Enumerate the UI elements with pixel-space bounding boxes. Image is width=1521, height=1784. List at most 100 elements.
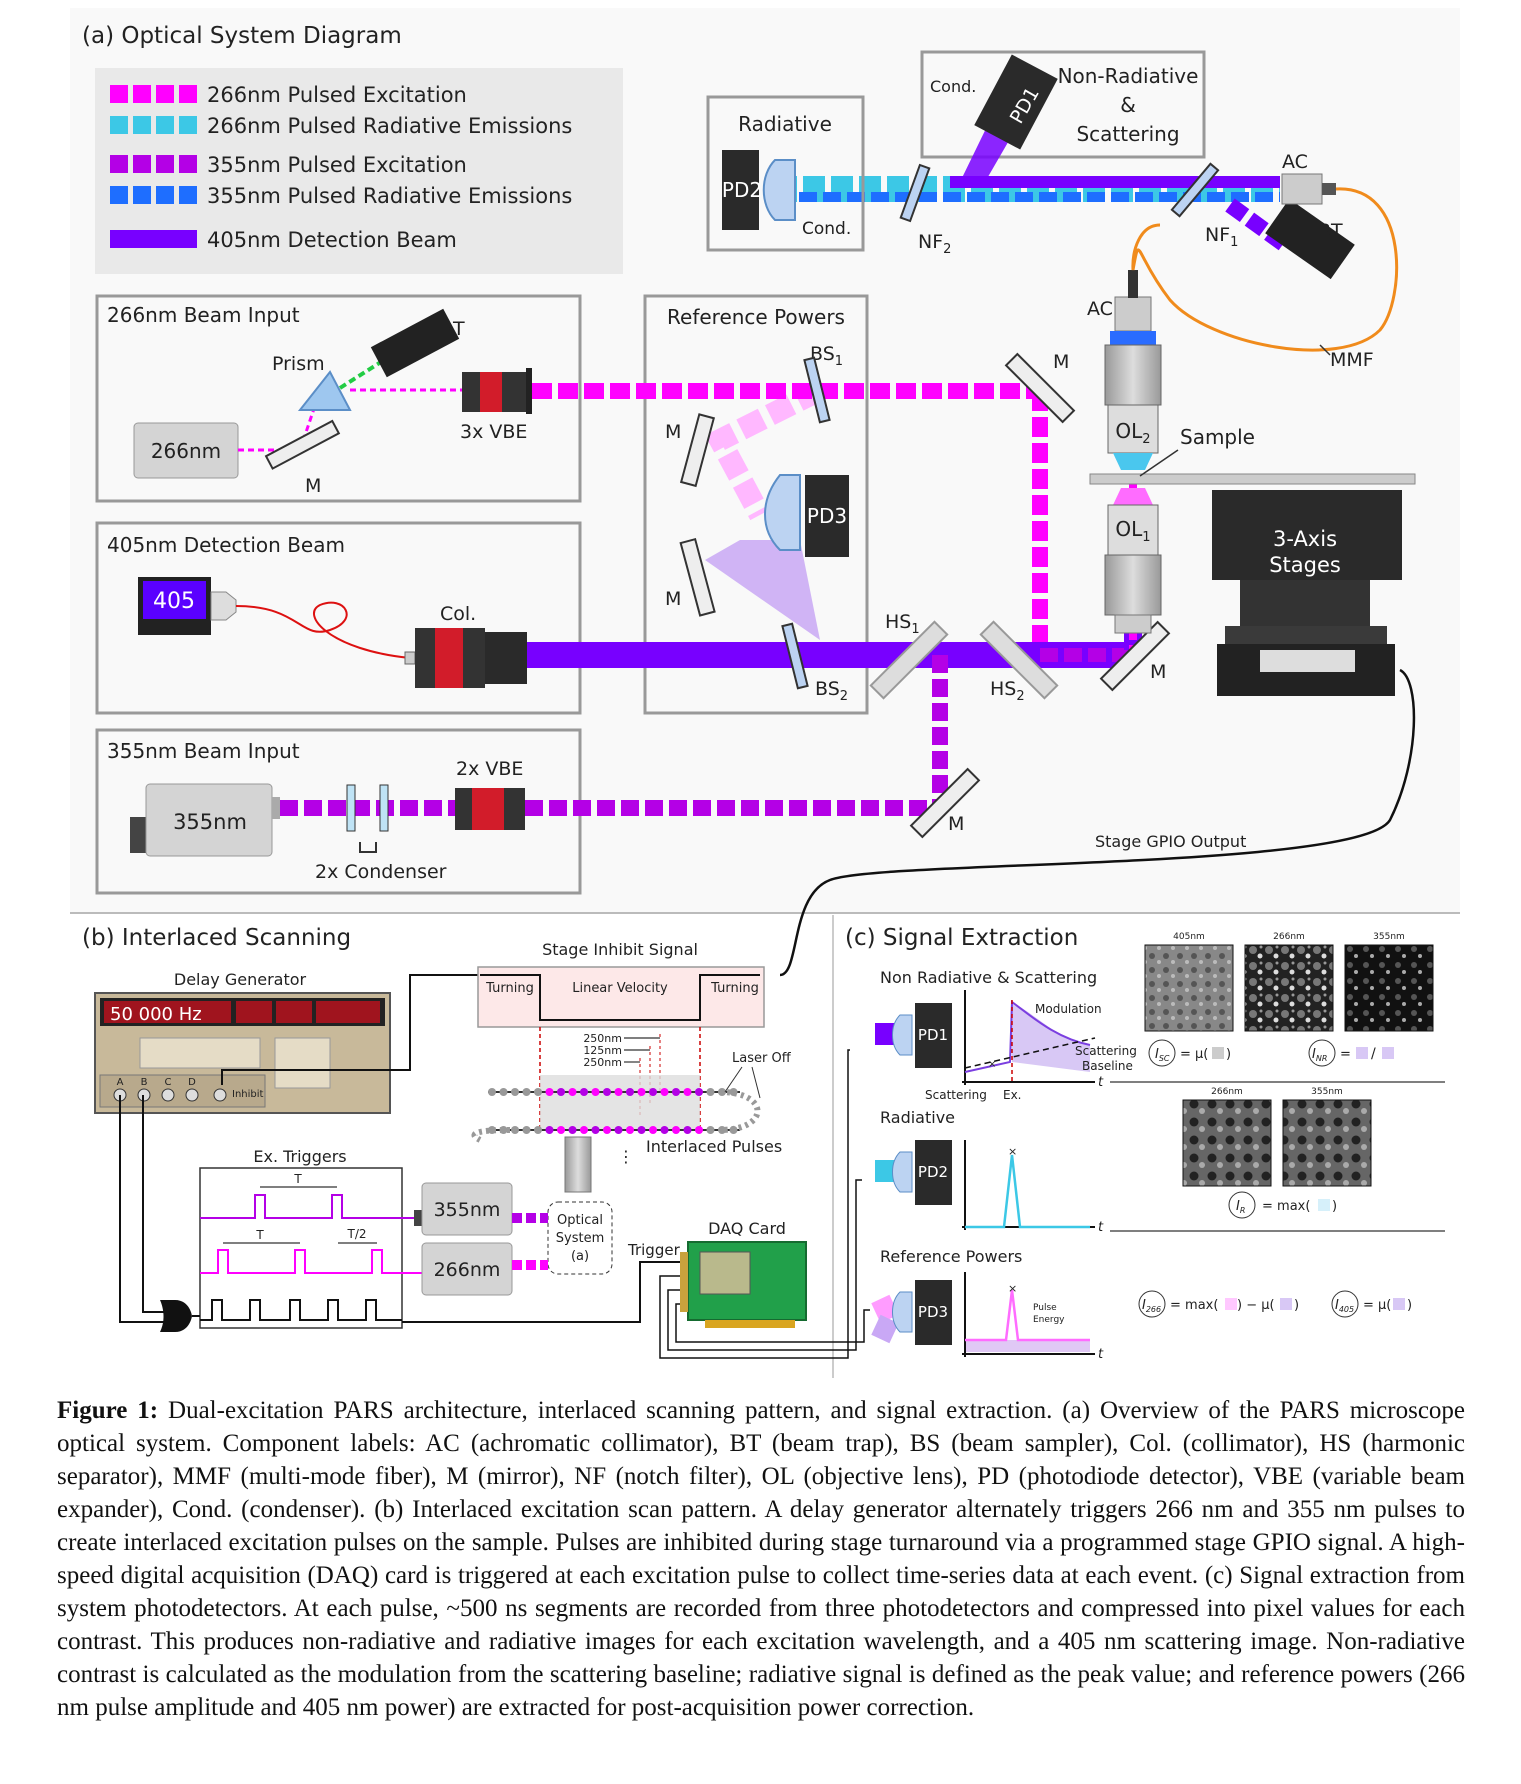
half-period-label: T/2 [346,1227,366,1241]
nonrad-title-2: & [1120,93,1136,117]
caption-text: Dual-excitation PARS architecture, inter… [57,1397,1466,1721]
scan-pulse [557,1126,565,1134]
channel-connector [185,1088,199,1102]
ol2-label: OL2 [1115,419,1150,447]
nonrad-title-3: Scattering [1076,122,1179,146]
scan-pulse [511,1088,519,1096]
rad-cond-label: Cond. [802,219,851,239]
legend-item: 266nm Pulsed Excitation [110,83,467,107]
scan-pulse [614,1088,623,1096]
svg-text:×: × [1008,1145,1017,1158]
scan-pulse [499,1088,508,1096]
hs2 [979,620,1059,700]
ac-top-label: AC [1282,151,1308,173]
vbe-3x-label: 3x VBE [460,421,527,443]
scan-pulse [626,1088,634,1096]
pd1-c-label: PD1 [918,1026,948,1044]
ac-top [1281,173,1323,205]
box-355-title: 355nm Beam Input [107,739,300,763]
scan-pulse [488,1088,496,1096]
legend-item: 355nm Pulsed Radiative Emissions [110,184,572,208]
scan-pulse [637,1126,646,1134]
laser-355-label: 355nm [173,810,247,834]
scan-pulse [649,1126,657,1134]
nf2 [899,163,931,223]
nf1-label: NF1 [1205,224,1238,250]
scan-pulse [591,1088,600,1096]
channel-label: D [188,1077,196,1088]
scan-pulse [522,1088,531,1096]
condenser-lens-1 [346,784,356,832]
image-266-rad [1182,1099,1272,1187]
pd2-c [875,1140,952,1205]
legend-label: 355nm Pulsed Excitation [207,153,467,177]
scan-pulse [603,1126,611,1134]
nf2-label: NF2 [918,231,951,257]
image-label: 355nm [1373,932,1405,942]
optical-system-box [547,1201,613,1275]
bs2 [781,622,809,690]
box-reference-powers: Reference Powers M M PD3 BS1 BS2 [643,294,869,715]
scan-pulse [637,1088,646,1096]
ref-plot: × [962,1272,1095,1357]
figure-diagram: (a) Optical System Diagram 266nm Pulsed … [70,23,1460,1378]
t-axis-1: t [1098,1075,1104,1090]
channel-label: B [141,1077,148,1088]
sample-label: Sample [1180,425,1255,449]
panel-b-title: (b) Interlaced Scanning [82,925,351,951]
bt-266-label: BT [440,318,465,340]
trigger-355-wave [200,1194,402,1219]
modulation-label: Modulation [1035,1002,1102,1016]
box-266-title: 266nm Beam Input [107,303,300,327]
hs1-label: HS1 [885,611,920,637]
laser-355-b [421,1182,513,1236]
svg-text:I405: I405 [1335,1298,1354,1314]
delay-generator-label: Delay Generator [174,970,307,989]
m-355-label: M [948,813,964,835]
legend-label: 405nm Detection Beam [207,228,457,252]
rad-c-title: Radiative [880,1108,955,1127]
scan-region [540,1075,700,1130]
bs1-label: BS1 [810,343,843,369]
optical-system-label: Optical [557,1213,603,1228]
scan-pulse [660,1088,669,1096]
laser-266-b-label: 266nm [434,1259,501,1281]
legend-item: 355nm Pulsed Excitation [110,153,467,177]
scan-pulse [603,1088,611,1096]
or-gate [160,1300,192,1332]
scan-objective [564,1136,592,1193]
scan-pulse [557,1088,565,1096]
scan-pulse [672,1126,680,1134]
laser-off-label: Laser Off [732,1051,792,1066]
ac-mid-label: AC [1087,298,1113,320]
scan-pulse [511,1126,519,1134]
scan-pulse [660,1126,669,1134]
pd3-c [871,1280,952,1345]
scan-pulse [580,1126,588,1134]
eq-405: I405 = μ( ) [1331,1290,1412,1318]
objective-ol2 [1104,296,1162,470]
legend-label: 266nm Pulsed Excitation [207,83,467,107]
m-hs2-label: M [1150,661,1166,683]
ol1-label: OL1 [1115,517,1150,545]
box-355-input: 355nm Beam Input 355nm 2x Condenser 2x V… [95,728,582,895]
trigger-266-wave [200,1249,402,1274]
svg-text:INR: INR [1312,1047,1327,1063]
sample-stage-plate [1089,473,1416,485]
t-axis-2: t [1098,1220,1104,1235]
mmf-fiber [1131,187,1399,352]
gpio-cable [779,668,1416,977]
rad-plot: × [962,1140,1095,1230]
scan-pulse [534,1126,542,1134]
image-label: 266nm [1273,932,1305,942]
ref-mirror-bottom [679,537,716,617]
radiative-title: Radiative [738,112,832,136]
gpio-label: Stage GPIO Output [1095,832,1246,851]
turning-right: Turning [710,981,759,996]
image-label: 405nm [1173,932,1205,942]
svg-text:ISC: ISC [1155,1047,1170,1063]
daq-label: DAQ Card [708,1219,786,1238]
m-266-label: M [305,475,321,497]
ref-title: Reference Powers [667,305,845,329]
